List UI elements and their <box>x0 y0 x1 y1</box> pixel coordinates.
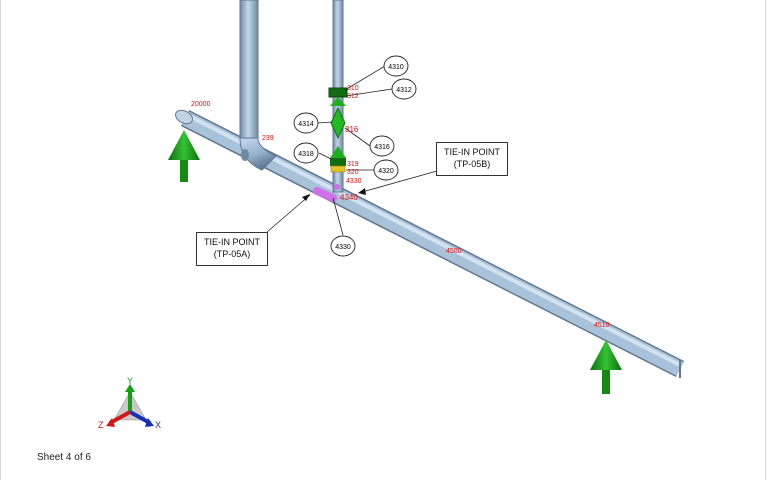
support-arrow-left <box>168 130 200 182</box>
tie-in-title: TIE-IN POINT <box>444 147 500 157</box>
left-riser-pipe <box>239 0 277 171</box>
sheet-number-label: Sheet 4 of 6 <box>37 452 91 463</box>
svg-text:4320: 4320 <box>378 168 394 175</box>
callout-4318: 4318 <box>293 142 319 164</box>
axis-triad: Y X Z <box>98 376 161 430</box>
node-4340: 4340 <box>340 193 358 202</box>
axis-z-label: Z <box>98 420 104 430</box>
node-4500: 4500 <box>446 248 462 255</box>
tie-in-marker <box>313 184 340 202</box>
callout-4316: 4316 <box>369 135 395 157</box>
svg-text:4312: 4312 <box>396 87 412 94</box>
node-20000: 20000 <box>191 101 211 108</box>
arrowhead-tp05a <box>302 194 310 201</box>
reducer-4312 <box>330 97 346 106</box>
svg-text:4310: 4310 <box>388 64 404 71</box>
node-4320: 320 <box>347 169 359 176</box>
axis-x-label: X <box>155 420 161 430</box>
node-4319: 319 <box>347 161 359 168</box>
node-numbers: 20000 239 310 312 316 319 320 4330 4340 … <box>191 85 610 329</box>
callout-4314: 4314 <box>293 112 319 134</box>
node-4330: 4330 <box>346 178 362 185</box>
tie-in-code: (TP-05A) <box>213 249 251 259</box>
svg-text:4314: 4314 <box>298 121 314 128</box>
svg-text:4316: 4316 <box>374 144 390 151</box>
callout-4330: 4330 <box>330 235 356 257</box>
callout-4310: 4310 <box>383 55 409 77</box>
node-239: 239 <box>262 135 274 142</box>
svg-text:4318: 4318 <box>298 151 314 158</box>
node-4310: 310 <box>347 85 359 92</box>
flange-4310 <box>328 87 348 98</box>
callout-4320: 4320 <box>373 159 399 181</box>
node-4510: 4510 <box>594 322 610 329</box>
weld-4320 <box>330 165 346 173</box>
node-4312: 312 <box>347 93 359 100</box>
support-arrow-right <box>590 340 622 394</box>
arrowhead-tp05b <box>358 188 366 195</box>
reducer-4318 <box>330 146 346 158</box>
tie-in-code: (TP-05B) <box>453 159 491 169</box>
tie-in-label-tp05b: TIE-IN POINT (TP-05B) <box>436 142 508 176</box>
leader-lines <box>266 65 438 236</box>
node-4316: 316 <box>345 125 359 134</box>
flange-4319 <box>330 158 346 166</box>
svg-text:4330: 4330 <box>335 244 351 251</box>
valve-4316 <box>330 106 346 140</box>
axis-y-label: Y <box>127 376 133 386</box>
callout-4312: 4312 <box>391 78 417 100</box>
tie-in-title: TIE-IN POINT <box>204 237 260 247</box>
riser-fittings <box>328 87 348 173</box>
tie-in-label-tp05a: TIE-IN POINT (TP-05A) <box>196 232 268 266</box>
